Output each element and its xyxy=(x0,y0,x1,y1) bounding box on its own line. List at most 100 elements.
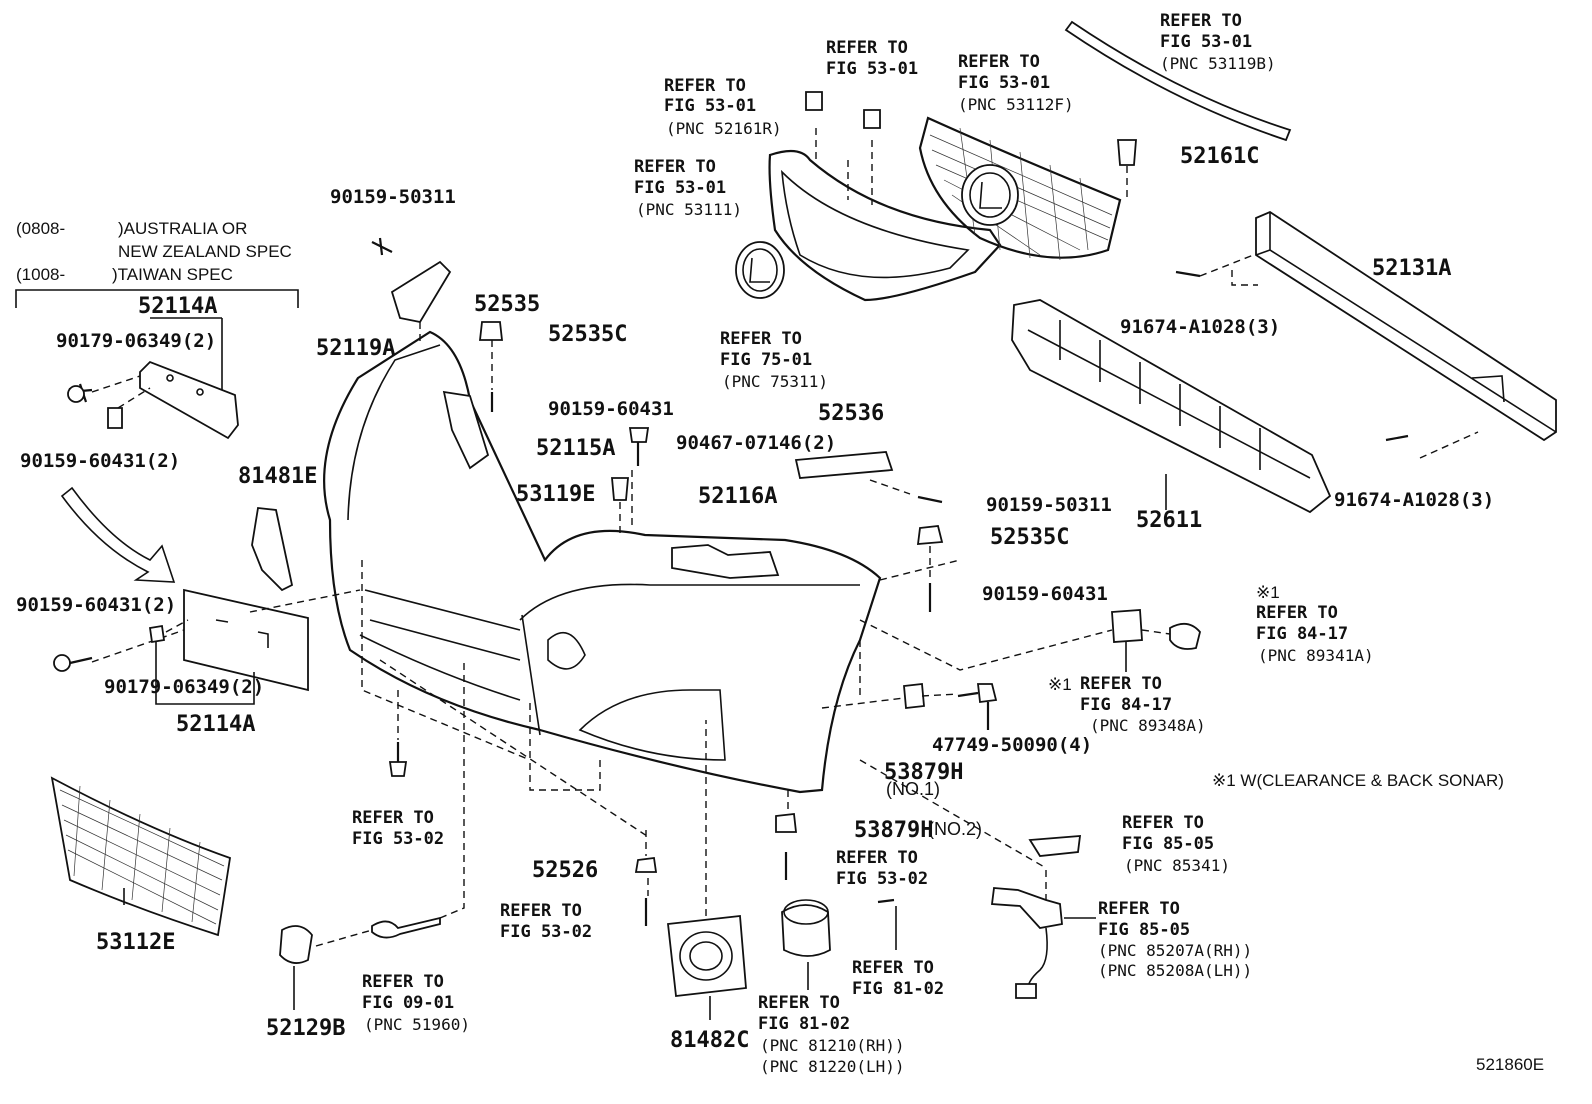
clip-90467 xyxy=(628,427,650,443)
part-label[interactable]: 52161C xyxy=(1180,144,1260,169)
refer-fig[interactable]: FIG 85-05 xyxy=(1122,834,1215,854)
part-label[interactable]: 52115A xyxy=(536,436,616,461)
part-label[interactable]: 90179-06349(2) xyxy=(56,330,217,352)
fog-cover xyxy=(667,720,747,1020)
part-label[interactable]: 81481E xyxy=(238,464,318,489)
part-label[interactable]: 52536 xyxy=(818,401,885,426)
refer-to-text[interactable]: REFER TO xyxy=(664,76,746,96)
bracket-81481e xyxy=(251,507,294,592)
refer-fig[interactable]: FIG 53-02 xyxy=(836,869,929,889)
refer-to-text[interactable]: REFER TO xyxy=(852,958,934,978)
part-label[interactable]: 53119E xyxy=(516,482,596,507)
part-label[interactable]: 90467-07146(2) xyxy=(676,432,837,454)
part-label[interactable]: 52535C xyxy=(548,322,628,347)
refer-fig[interactable]: FIG 53-01 xyxy=(664,96,757,116)
part-label[interactable]: 52114A xyxy=(176,712,256,737)
refer-to-text[interactable]: REFER TO xyxy=(836,848,918,868)
refer-fig[interactable]: FIG 75-01 xyxy=(720,350,813,370)
bracket-52535 xyxy=(390,260,452,324)
part-label[interactable]: 53879H xyxy=(854,818,934,843)
part-label[interactable]: 91674-A1028(3) xyxy=(1334,489,1495,511)
part-label[interactable]: 81482C xyxy=(670,1028,750,1053)
refer-to-text[interactable]: REFER TO xyxy=(1080,674,1162,694)
part-label[interactable]: 52131A xyxy=(1372,256,1452,281)
star-mark: ※1 xyxy=(1256,583,1280,602)
spec-text-2: NEW ZEALAND SPEC xyxy=(118,242,292,261)
refer-pnc: (PNC 75311) xyxy=(722,372,828,391)
refer-to-text[interactable]: REFER TO xyxy=(958,52,1040,72)
refer-to-text[interactable]: REFER TO xyxy=(352,808,434,828)
refer-fig[interactable]: FIG 81-02 xyxy=(852,979,945,999)
washer-nozzle xyxy=(990,887,1096,999)
part-label[interactable]: 90159-60431 xyxy=(548,398,674,420)
clip-52161c xyxy=(1117,139,1137,166)
refer-fig[interactable]: FIG 53-01 xyxy=(634,178,727,198)
refer-fig[interactable]: FIG 53-01 xyxy=(826,59,919,79)
part-label[interactable]: 52535 xyxy=(474,292,541,317)
refer-to-text[interactable]: REFER TO xyxy=(362,972,444,992)
refer-to-text[interactable]: REFER TO xyxy=(500,901,582,921)
refer-fig[interactable]: FIG 53-01 xyxy=(1160,32,1253,52)
direction-arrow xyxy=(60,486,176,583)
refer-pnc: (PNC 85208A(LH)) xyxy=(1098,961,1253,980)
clip-52526 xyxy=(634,856,658,873)
refer-to-text[interactable]: REFER TO xyxy=(1098,899,1180,919)
part-label[interactable]: 47749-50090(4) xyxy=(932,734,1093,756)
refer-to-text[interactable]: REFER TO xyxy=(758,993,840,1013)
bracket-52115a xyxy=(442,390,490,470)
part-label[interactable]: 53879H xyxy=(884,760,964,785)
clip-52535c-b xyxy=(916,525,944,545)
part-label[interactable]: 52611 xyxy=(1136,508,1203,533)
emblem xyxy=(735,241,785,299)
part-label[interactable]: 53112E xyxy=(96,930,176,955)
spec-code-3: (1008- xyxy=(16,265,66,284)
refer-fig[interactable]: FIG 53-02 xyxy=(500,922,593,942)
refer-to-text[interactable]: REFER TO xyxy=(826,38,908,58)
part-label[interactable]: 52535C xyxy=(990,525,1070,550)
refer-fig[interactable]: FIG 09-01 xyxy=(362,993,455,1013)
refer-pnc: (PNC 53119B) xyxy=(1160,54,1276,73)
part-label[interactable]: 90179-06349(2) xyxy=(104,676,265,698)
refer-pnc: (PNC 51960) xyxy=(364,1015,470,1034)
cap-52129b xyxy=(279,925,313,964)
refer-fig[interactable]: FIG 85-05 xyxy=(1098,920,1191,940)
spec-bracket xyxy=(15,289,299,308)
part-label[interactable]: 90159-60431(2) xyxy=(20,450,181,472)
star-mark: ※1 xyxy=(1048,675,1072,694)
molding-strip xyxy=(1064,20,1292,142)
part-label[interactable]: 90159-50311 xyxy=(330,186,456,208)
part-label[interactable]: 52526 xyxy=(532,858,599,883)
part-label[interactable]: 52129B xyxy=(266,1016,346,1041)
sensor-retainer xyxy=(1111,609,1143,643)
bumper-cover xyxy=(323,330,882,794)
refer-to-text[interactable]: REFER TO xyxy=(1122,813,1204,833)
refer-pnc: (PNC 81220(LH)) xyxy=(760,1057,905,1076)
refer-pnc: (PNC 53112F) xyxy=(958,95,1074,114)
clip-52535c-a xyxy=(478,321,504,341)
refer-fig[interactable]: FIG 84-17 xyxy=(1256,624,1349,644)
refer-to-text[interactable]: REFER TO xyxy=(720,329,802,349)
clip-ref-top xyxy=(863,109,881,129)
refer-fig[interactable]: FIG 81-02 xyxy=(758,1014,851,1034)
refer-fig[interactable]: FIG 53-01 xyxy=(958,73,1051,93)
diagram-id: 521860E xyxy=(1476,1055,1545,1074)
part-label[interactable]: 90159-50311 xyxy=(986,494,1112,516)
lower-grille-left xyxy=(50,776,232,937)
refer-fig[interactable]: FIG 53-02 xyxy=(352,829,445,849)
part-label[interactable]: 52114A xyxy=(138,294,218,319)
energy-absorber xyxy=(1011,299,1332,514)
refer-fig[interactable]: FIG 84-17 xyxy=(1080,695,1173,715)
refer-to-text[interactable]: REFER TO xyxy=(1160,11,1242,31)
part-label[interactable]: 52119A xyxy=(316,336,396,361)
clip-53879h-no1 xyxy=(903,683,925,709)
part-label[interactable]: 90159-60431(2) xyxy=(16,594,177,616)
refer-to-text[interactable]: REFER TO xyxy=(1256,603,1338,623)
part-label[interactable]: 91674-A1028(3) xyxy=(1120,316,1281,338)
part-label[interactable]: 90159-60431 xyxy=(982,583,1108,605)
refer-to-text[interactable]: REFER TO xyxy=(634,157,716,177)
license-bracket-upper xyxy=(67,317,239,440)
part-label[interactable]: 52116A xyxy=(698,484,778,509)
reinforcement xyxy=(1175,210,1557,459)
refer-pnc: (PNC 85207A(RH)) xyxy=(1098,941,1253,960)
